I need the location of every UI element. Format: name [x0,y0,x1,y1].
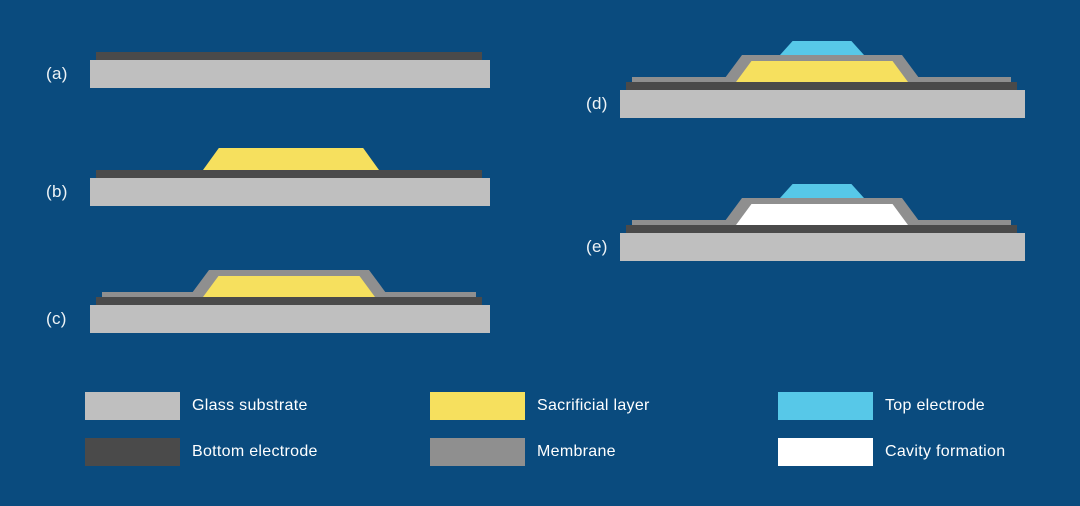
legend-swatch-top-electrode [778,392,873,420]
legend-swatch-bottom-electrode [85,438,180,466]
cavity-layer [736,204,908,225]
sacrificial-layer [203,276,375,297]
panel-a-label: (a) [46,64,68,83]
legend-label-membrane: Membrane [537,443,616,460]
panel-e-label: (e) [586,237,608,256]
legend-label-glass-substrate: Glass substrate [192,397,308,414]
sacrificial-layer [203,148,379,170]
legend-label-sacrificial-layer: Sacrificial layer [537,397,650,414]
sacrificial-layer [736,61,908,82]
bottom-electrode-layer [626,225,1017,233]
glass-substrate-layer [620,233,1025,261]
legend-swatch-sacrificial-layer [430,392,525,420]
bottom-electrode-layer [96,170,482,178]
bottom-electrode-layer [626,82,1017,90]
glass-substrate-layer [90,178,490,206]
legend-label-top-electrode: Top electrode [885,397,985,414]
panel-c-label: (c) [46,309,67,328]
legend-label-bottom-electrode: Bottom electrode [192,443,318,460]
legend-swatch-glass-substrate [85,392,180,420]
legend-swatch-cavity-formation [778,438,873,466]
panel-b-label: (b) [46,182,68,201]
top-electrode-layer [780,41,864,55]
bottom-electrode-layer [96,297,482,305]
glass-substrate-layer [90,60,490,88]
panel-d-label: (d) [586,94,608,113]
glass-substrate-layer [90,305,490,333]
legend-swatch-membrane [430,438,525,466]
bottom-electrode-layer [96,52,482,60]
legend-label-cavity-formation: Cavity formation [885,443,1006,460]
glass-substrate-layer [620,90,1025,118]
top-electrode-layer [780,184,864,198]
